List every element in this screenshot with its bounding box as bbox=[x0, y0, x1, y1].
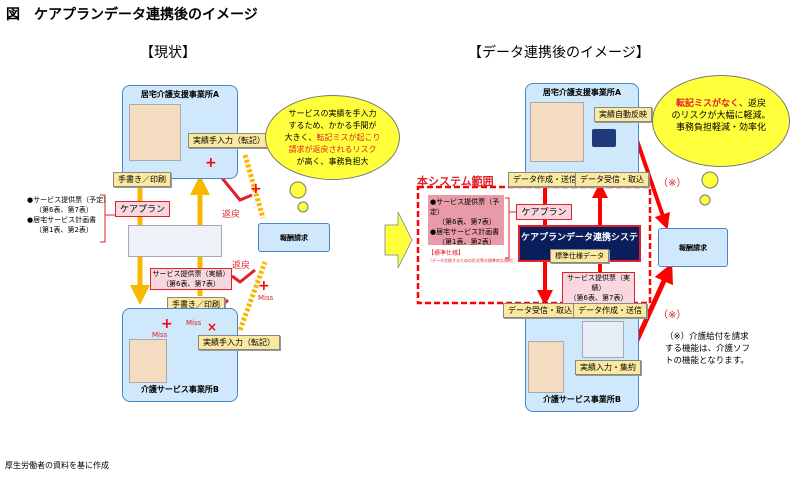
office-b-name: 介護サービス事業所B bbox=[140, 385, 220, 394]
doc-item: ●居宅サービス計画書 bbox=[27, 216, 97, 224]
laptop-icon bbox=[592, 129, 616, 147]
consultation-illustration bbox=[530, 102, 584, 162]
doc-item: （第6表、第7表） bbox=[35, 206, 93, 214]
note-mark: （※） bbox=[658, 178, 687, 189]
service-slip-actual: サービス提供票（実績）（第6表、第7表） bbox=[150, 268, 232, 290]
consultation-illustration bbox=[129, 104, 181, 161]
doc-list-after: ●サービス提供票（予定） （第6表、第7表） ●居宅サービス計画書 （第1表、第2表） bbox=[428, 195, 504, 246]
system-name: ケアプランデータ連携システ bbox=[520, 233, 638, 243]
doc-item: （第6表、第7表） bbox=[438, 218, 496, 226]
doc-item: （第1表、第2表） bbox=[35, 226, 93, 234]
current-issue-cloud: サービスの実績を手入力するため、かかる手間が 大きく、転記ミスが起こり 請求が返… bbox=[265, 95, 400, 180]
arrow-dashed bbox=[242, 154, 266, 219]
source-footer: 厚生労働者の資料を基に作成 bbox=[5, 461, 109, 470]
current-header: 【現状】 bbox=[140, 45, 196, 61]
care-plan-label-after: ケアプラン bbox=[516, 204, 572, 220]
note-text: （※）介護給付を請求する機能は、介護ソフトの機能となります。 bbox=[665, 332, 751, 366]
receive-import-label: データ受信・取込 bbox=[575, 172, 649, 187]
receive-import-label-2: データ受信・取込 bbox=[503, 303, 577, 318]
return-arrow bbox=[220, 177, 253, 202]
office-a-after: 居宅介護支援事業所A bbox=[525, 83, 639, 183]
caregiver-illustration bbox=[528, 341, 564, 393]
tablet-illustration bbox=[582, 321, 624, 358]
manual-entry-label-2: 実績手入力（転記） bbox=[198, 335, 280, 350]
office-b-current: 介護サービス事業所B bbox=[122, 308, 238, 402]
standard-data-label: 標準仕様データ bbox=[550, 249, 609, 263]
office-a-name: 居宅介護支援事業所A bbox=[542, 88, 622, 97]
note-mark: （※） bbox=[658, 310, 687, 321]
auto-reflect-label: 実績自動反映 bbox=[594, 107, 652, 122]
create-send-label: データ作成・送信 bbox=[508, 172, 582, 187]
standard-spec-label: 【標準仕様】 bbox=[428, 250, 465, 257]
miss-label: Miss bbox=[258, 294, 274, 302]
system-scope-label: 本システム範囲 bbox=[417, 175, 494, 188]
return-arrow bbox=[231, 268, 256, 284]
bracket bbox=[505, 197, 516, 259]
billing-box-after: 報酬請求 bbox=[658, 228, 728, 267]
cloud-bubble bbox=[701, 171, 719, 189]
doc-list: ●サービス提供票（予定） （第6表、第7表） ●居宅サービス計画書 （第1表、第2表） bbox=[27, 195, 110, 235]
caregiver-illustration bbox=[129, 339, 167, 383]
service-slip-actual-after: サービス提供票（実績）（第6表、第7表） bbox=[562, 272, 635, 304]
arrow-dashed bbox=[237, 261, 268, 331]
figure-title: 図 ケアプランデータ連携後のイメージ bbox=[6, 7, 258, 23]
doc-item: （第1表、第2表） bbox=[438, 238, 496, 246]
office-a-current: 居宅介護支援事業所A bbox=[122, 85, 238, 179]
cloud-bubble bbox=[297, 201, 309, 213]
office-b-name: 介護サービス事業所B bbox=[542, 395, 622, 404]
return-label-2: 返戻 bbox=[232, 261, 251, 271]
transition-arrow bbox=[384, 211, 413, 269]
after-header: 【データ連携後のイメージ】 bbox=[468, 45, 650, 61]
miss-label: Miss bbox=[152, 331, 168, 339]
input-aggregate-label: 実績入力・集約 bbox=[575, 360, 641, 375]
manual-entry-label: 実績手入力（転記） bbox=[188, 133, 270, 148]
after-benefit-cloud: 転記ミスがなく、返戻 のリスクが大幅に軽減。事務負担軽減・効率化 bbox=[652, 75, 790, 167]
cloud-bubble bbox=[289, 181, 307, 199]
care-plan-data-system: ケアプランデータ連携システ 標準仕様データ bbox=[518, 225, 641, 263]
standard-spec-note: （データ交換するための形式等の標準的な規約） bbox=[428, 258, 516, 263]
care-plan-label: ケアプラン bbox=[115, 201, 170, 217]
doc-item: ●居宅サービス計画書 bbox=[430, 228, 500, 236]
fax-delivery-illustration bbox=[128, 225, 222, 257]
miss-label: Miss bbox=[186, 319, 202, 327]
office-a-name: 居宅介護支援事業所A bbox=[140, 90, 220, 99]
bracket bbox=[100, 194, 115, 243]
return-label: 返戻 bbox=[222, 210, 241, 220]
doc-item: ●サービス提供票（予定） bbox=[27, 196, 111, 204]
create-send-label-2: データ作成・送信 bbox=[573, 303, 647, 318]
handwrite-print-label: 手書き／印刷 bbox=[113, 172, 171, 187]
billing-box-current: 報酬請求 bbox=[258, 223, 330, 252]
cloud-bubble bbox=[699, 194, 711, 206]
doc-item: ●サービス提供票（予定） bbox=[430, 198, 500, 216]
